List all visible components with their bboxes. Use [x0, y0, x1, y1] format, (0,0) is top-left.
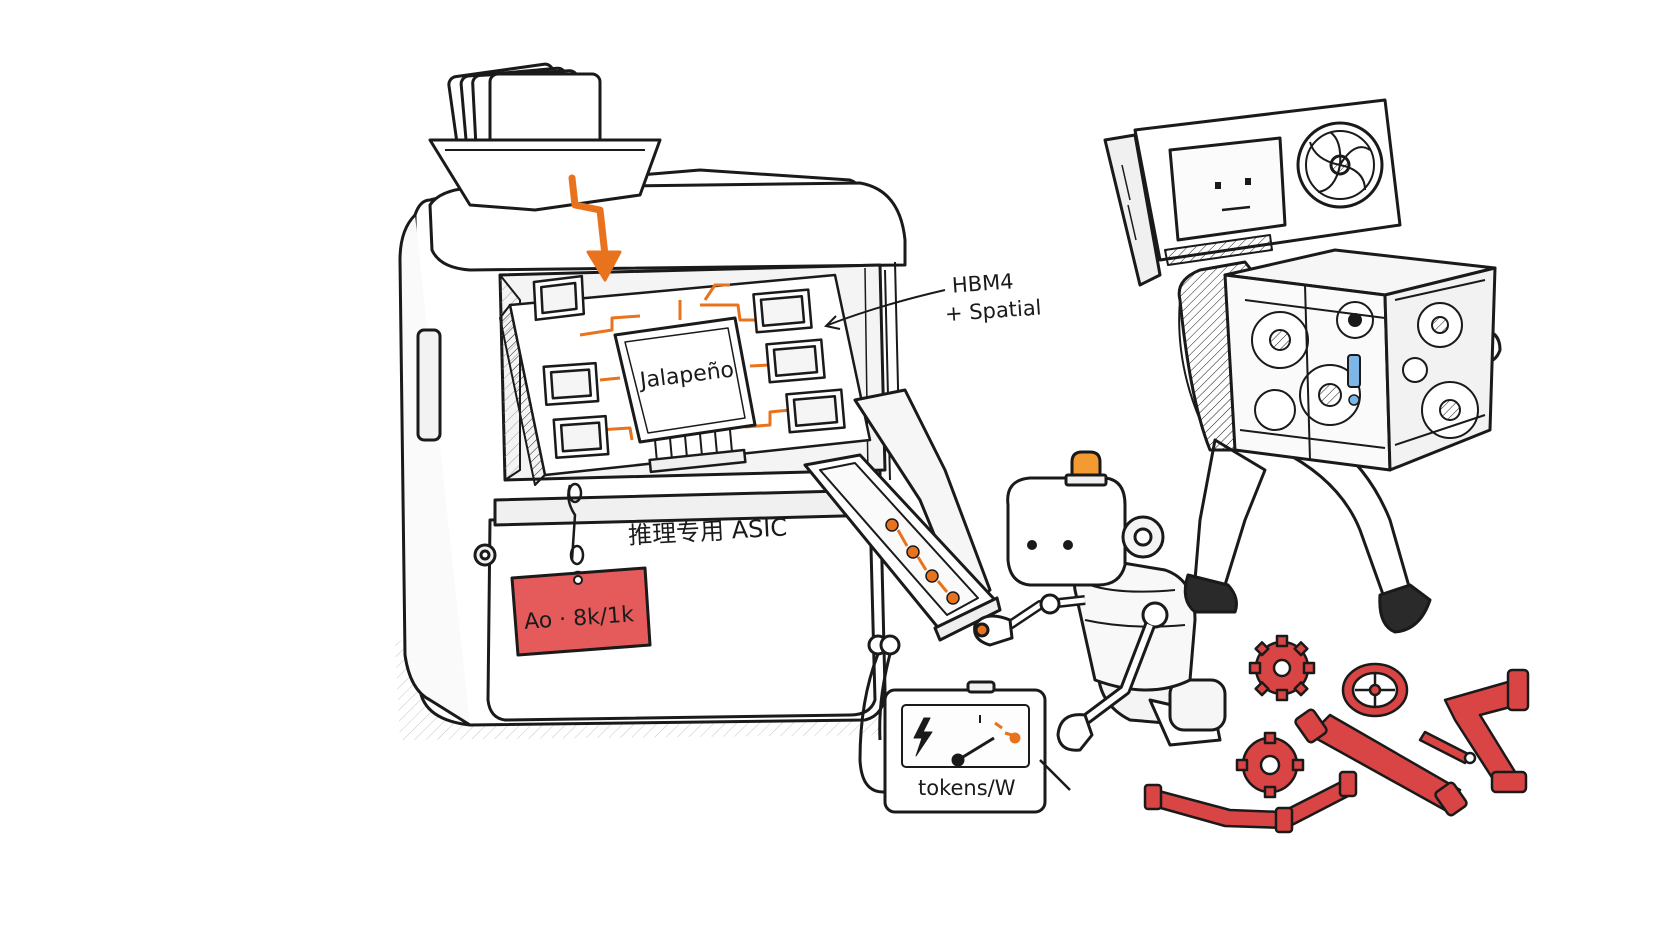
memory-chip-left-2 — [542, 361, 600, 406]
memory-chip-left-3 — [552, 414, 610, 459]
lightning-bolt-icon — [913, 717, 933, 757]
gpu-card-head — [1103, 98, 1402, 287]
power-cable — [858, 634, 901, 794]
tokens-per-watt-meter — [883, 680, 1071, 814]
red-pipe-elbow — [1443, 668, 1530, 794]
memory-chip-left-1 — [532, 274, 586, 322]
jalapeno-processor — [613, 316, 757, 474]
small-robot — [973, 450, 1227, 752]
board-traces — [579, 283, 791, 441]
gear-cube — [1223, 248, 1497, 472]
memory-chip-right-2 — [765, 338, 826, 384]
red-pipe-diagonal — [1294, 708, 1468, 817]
data-flow-arrow — [568, 174, 622, 282]
red-pipe-small — [1418, 730, 1477, 765]
input-hopper — [428, 62, 662, 212]
red-pipe-bottom — [1143, 770, 1358, 834]
scattered-parts — [1143, 634, 1530, 834]
model-tag — [510, 482, 652, 657]
circuit-board — [499, 273, 872, 486]
red-gear-1 — [1248, 634, 1316, 702]
memory-label-line1: HBM4 — [951, 269, 1014, 297]
red-valve-wheel — [1341, 662, 1409, 718]
memory-chip-right-3 — [785, 388, 846, 434]
memory-annotation — [823, 289, 946, 330]
memory-label-line2: + Spatial — [944, 295, 1042, 326]
memory-chip-right-1 — [752, 288, 813, 334]
meter-label: tokens/W — [918, 776, 1016, 800]
output-tokens — [885, 518, 960, 605]
red-gear-2 — [1235, 731, 1305, 799]
beacon-icon — [1064, 450, 1108, 487]
